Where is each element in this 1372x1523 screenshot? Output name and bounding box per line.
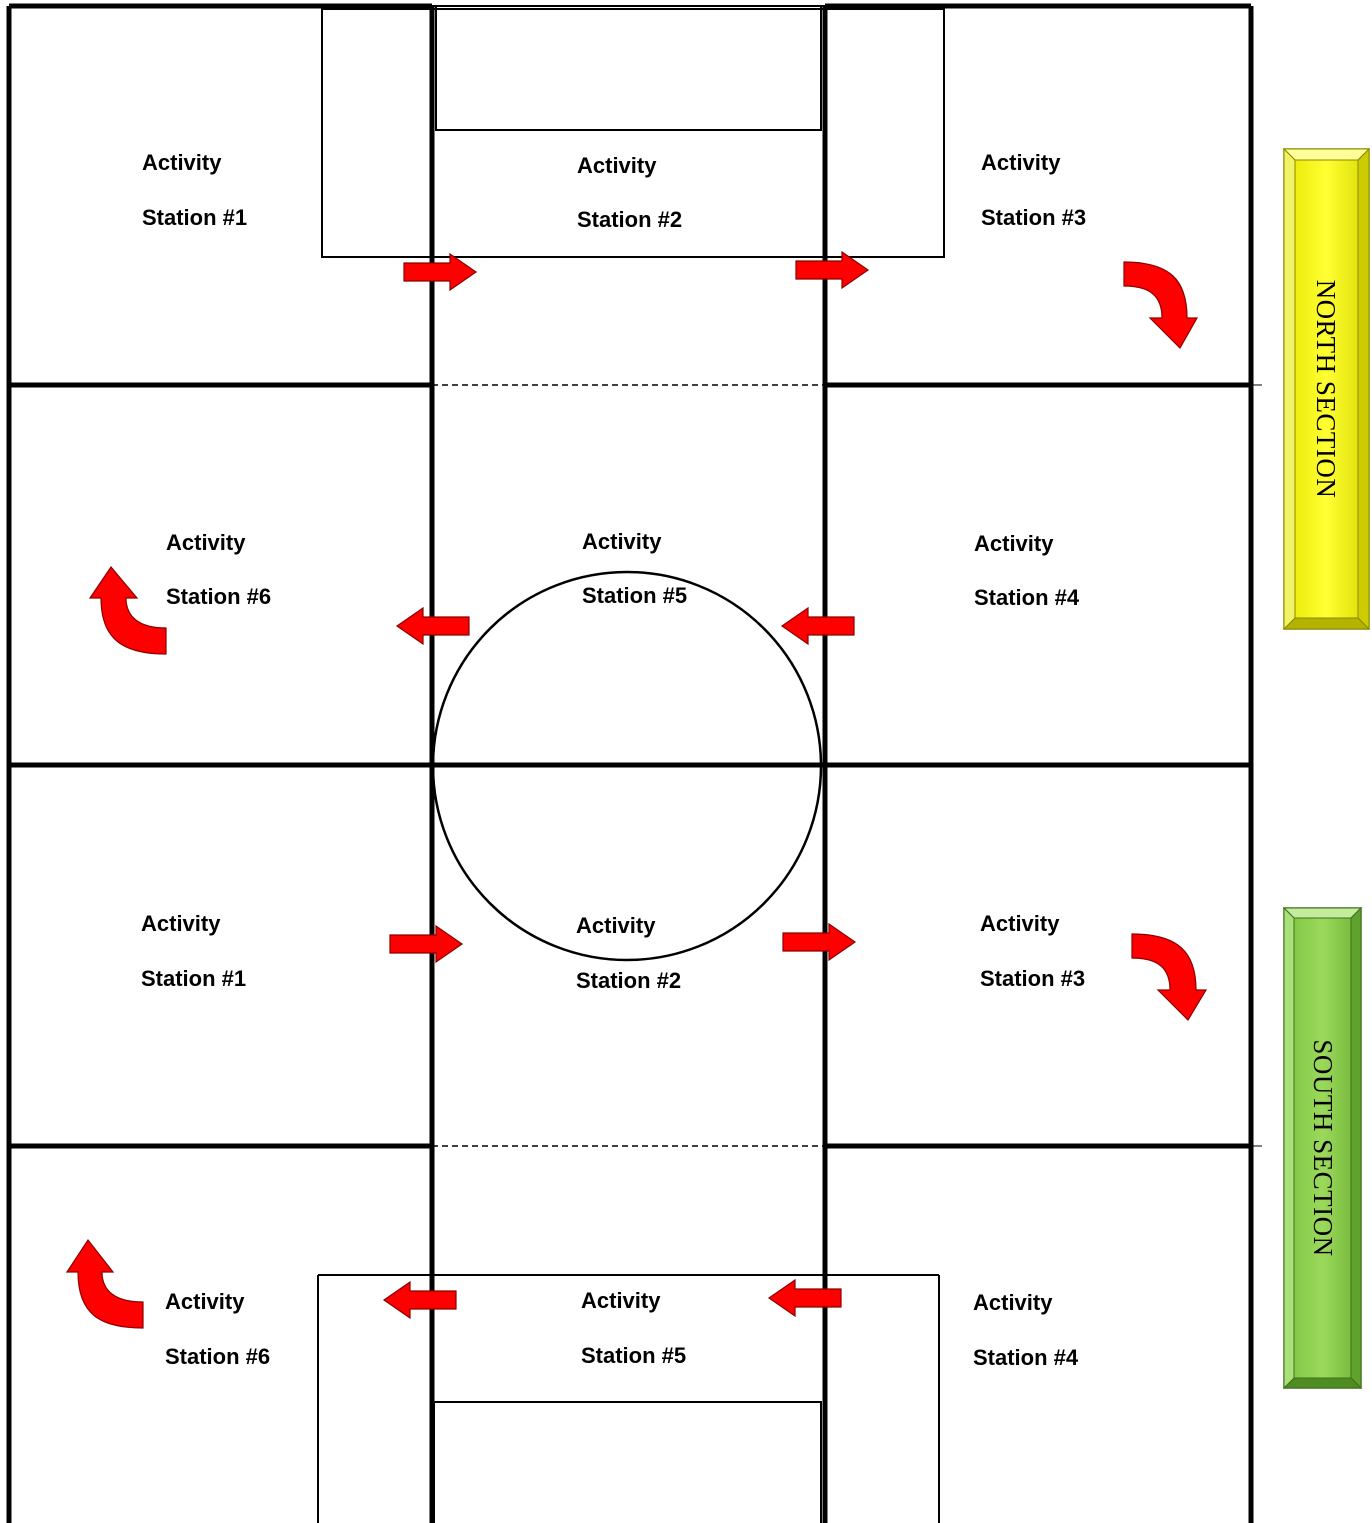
south-station-3-line2: Station #3 xyxy=(980,966,1085,991)
south-station-1-line2: Station #1 xyxy=(141,966,246,991)
north-section-banner: NORTH SECTION xyxy=(1282,147,1371,631)
north-station-2-line1: Activity xyxy=(577,153,657,178)
south-station-6-line2: Station #6 xyxy=(165,1344,270,1369)
north-station-1-line2: Station #1 xyxy=(142,205,247,230)
south-station-2-line2: Station #2 xyxy=(576,968,681,993)
north-station-6-line1: Activity xyxy=(166,530,246,555)
north-curved-up-arrow-icon xyxy=(88,566,167,655)
south-curved-down-arrow-icon xyxy=(1131,933,1208,1021)
south-station-5-line1: Activity xyxy=(581,1288,661,1313)
north-station-5-line1: Activity xyxy=(582,529,662,554)
south-stations: Activity Station #1 Activity Station #2 … xyxy=(141,911,1085,1370)
north-station-5-line2: Station #5 xyxy=(582,583,687,608)
south-arrow-left-2-icon xyxy=(383,1281,457,1319)
north-station-6-line2: Station #6 xyxy=(166,584,271,609)
north-curved-down-arrow-icon xyxy=(1123,261,1199,349)
south-curved-up-arrow-icon xyxy=(65,1238,144,1329)
south-station-6-line1: Activity xyxy=(165,1289,245,1314)
north-section-label: NORTH SECTION xyxy=(1311,280,1341,499)
south-station-4-line1: Activity xyxy=(973,1290,1053,1315)
north-station-3-line1: Activity xyxy=(981,150,1061,175)
south-station-4-line2: Station #4 xyxy=(973,1345,1079,1370)
bottom-goal-area xyxy=(317,1274,940,1523)
north-station-4-line2: Station #4 xyxy=(974,585,1080,610)
center-circle xyxy=(431,570,823,962)
north-arrow-right-1-icon xyxy=(403,253,477,291)
south-arrow-right-2-icon xyxy=(782,923,856,961)
south-arrow-right-1-icon xyxy=(389,925,463,963)
north-station-4-line1: Activity xyxy=(974,531,1054,556)
south-section-banner: SOUTH SECTION xyxy=(1282,906,1363,1390)
rotation-arrows xyxy=(65,251,1208,1329)
south-station-5-line2: Station #5 xyxy=(581,1343,686,1368)
north-station-1-line1: Activity xyxy=(142,150,222,175)
north-station-2-line2: Station #2 xyxy=(577,207,682,232)
south-station-2-line1: Activity xyxy=(576,913,656,938)
north-arrow-left-1-icon xyxy=(781,607,855,645)
south-station-1-line1: Activity xyxy=(141,911,221,936)
south-station-3-line1: Activity xyxy=(980,911,1060,936)
north-station-3-line2: Station #3 xyxy=(981,205,1086,230)
south-section-label: SOUTH SECTION xyxy=(1308,1039,1338,1256)
north-stations: Activity Station #1 Activity Station #2 … xyxy=(142,150,1086,610)
south-arrow-left-1-icon xyxy=(768,1279,842,1317)
top-goal-area xyxy=(321,5,945,258)
